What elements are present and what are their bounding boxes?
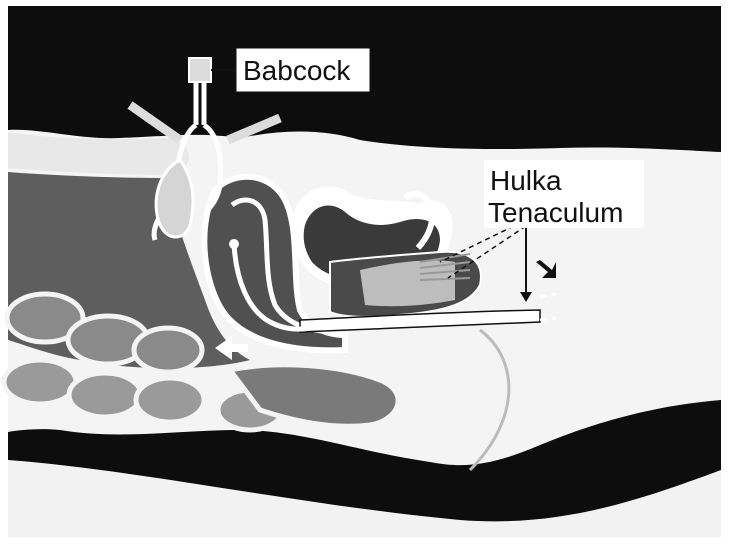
babcock-handle xyxy=(189,58,211,82)
hulka-label-line2: Tenaculum xyxy=(488,197,623,228)
cervix-tissue xyxy=(360,260,455,306)
hulka-tenaculum-label: Hulka Tenaculum xyxy=(484,160,644,228)
hulka-label-line1: Hulka xyxy=(490,165,562,196)
babcock-label-text: Babcock xyxy=(243,55,351,86)
